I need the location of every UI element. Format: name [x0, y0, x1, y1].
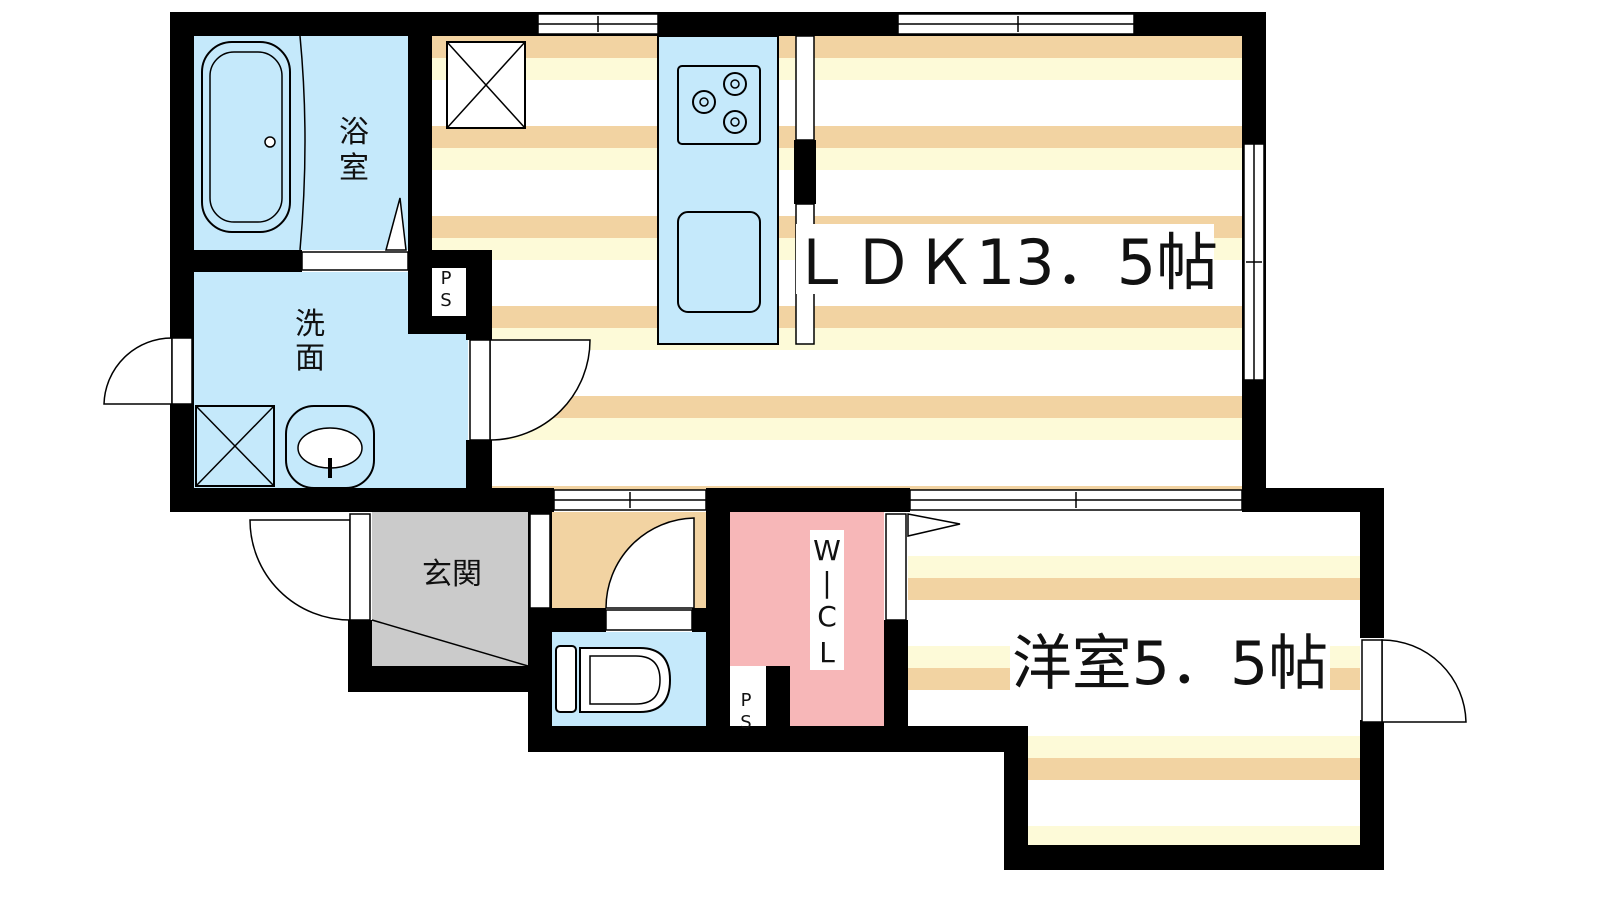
door-swing-icon — [605, 517, 695, 609]
bath-door-icon — [385, 197, 407, 251]
ps-label: P — [441, 268, 452, 289]
western-room-label: 洋室5．5帖 — [1012, 629, 1328, 699]
entrance-label: 玄関 — [422, 557, 482, 592]
svg-text:面: 面 — [295, 341, 325, 376]
washbasin-icon — [285, 405, 375, 489]
svg-text:室: 室 — [339, 151, 369, 186]
svg-text:L: L — [819, 636, 835, 669]
refrigerator-space-icon — [446, 41, 526, 129]
washroom-label: 洗 — [295, 307, 325, 342]
washing-machine-space-icon — [195, 405, 275, 487]
closet-floor — [730, 512, 884, 726]
svg-text:S: S — [740, 712, 751, 733]
svg-text:S: S — [440, 290, 451, 311]
closet-label: W — [813, 534, 841, 567]
door-swing-icon — [489, 339, 591, 441]
sink-icon — [677, 211, 761, 313]
bathtub-icon — [201, 35, 306, 251]
ps-label: P — [741, 690, 752, 711]
door-swing-icon — [1381, 639, 1467, 723]
burner-icon — [723, 110, 747, 134]
door-swing-icon — [249, 519, 351, 621]
entrance-floor — [372, 512, 528, 666]
burner-icon — [723, 72, 747, 96]
door-swing-icon — [103, 337, 173, 405]
svg-text:C: C — [817, 600, 837, 633]
stove — [677, 65, 761, 145]
kitchen-counter — [657, 35, 779, 345]
bath-label: 浴 — [339, 115, 369, 150]
doors — [103, 337, 1467, 723]
ldk-label: ＬＤＫ13．5帖 — [790, 226, 1218, 299]
svg-text:|: | — [822, 566, 831, 599]
burner-icon — [692, 90, 716, 114]
toilet-icon — [555, 645, 672, 713]
